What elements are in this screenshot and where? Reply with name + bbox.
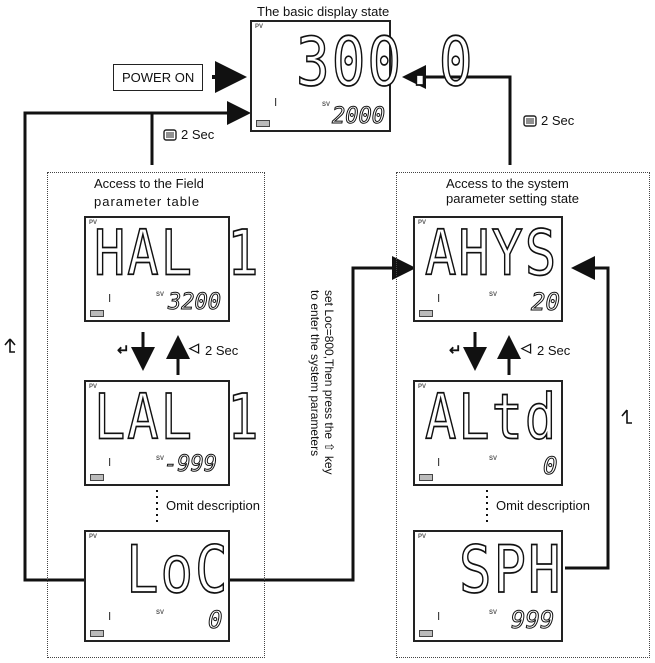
lal1-pv-value: LAL 1 [93,381,261,455]
up-key-icon-note: ⇧ [322,442,336,453]
system-hold-time: 2 Sec [537,343,571,358]
hal1-display-lcd: PV HAL 1 Ⅰ SV 3200 [84,216,259,322]
power-on-box: POWER ON [113,64,204,91]
back-key-icon: ◁ [189,340,199,355]
up-key-icon-right [620,408,634,431]
ahys-pv-value: AHYS [424,217,559,291]
enter-key-icon: ↵ [117,342,130,359]
basic-sv-value: 2000 [332,104,386,130]
loc-pv-value: LoC [125,531,230,608]
system-heading-1: Access to the system [446,176,569,191]
altd-sv-value: 0 [542,452,558,481]
enter-key-icon-system: ↵ [449,342,462,359]
diagram-title: The basic display state [257,4,390,19]
sph-return-line [565,256,610,570]
hal1-pv-value: HAL 1 [93,217,261,291]
hal1-sv-value: 3200 [168,290,222,316]
field-heading-2: parameter table [94,194,201,209]
basic-pv-value: 300.0 [295,23,475,103]
loc-display-lcd: PV LoC Ⅰ SV 0 [84,530,230,642]
field-omit-text: Omit description [166,498,260,513]
sph-display-lcd: PV SPH Ⅰ SV 999 [413,530,563,642]
left-return-line [23,101,251,582]
altd-display-lcd: PV ALtd Ⅰ SV 0 [413,380,563,486]
altd-pv-value: ALtd [424,381,559,455]
sph-pv-value: SPH [458,531,563,608]
left-hold-time: 2 Sec [181,127,215,142]
center-instruction: set Loc=800,Then press the ⇧ key to ente… [308,290,336,475]
menu-key-icon [163,128,177,146]
up-key-icon-left [3,337,17,360]
sph-sv-value: 999 [510,606,555,635]
loc-to-ahys-line [230,256,416,582]
right-hold-time: 2 Sec [541,113,575,128]
lal1-display-lcd: PV LAL 1 Ⅰ SV -999 [84,380,259,486]
back-key-icon-system: ◁ [521,340,531,355]
system-parameter-group [396,172,650,658]
loc-sv-value: 0 [207,606,223,635]
field-parameter-group [47,172,265,658]
menu-key-icon-right [523,114,537,132]
field-heading-1: Access to the Field [94,176,204,191]
system-omit-text: Omit description [496,498,590,513]
field-hold-time: 2 Sec [205,343,239,358]
ahys-sv-value: 20 [531,288,561,317]
system-to-basic-line [402,65,512,165]
basic-display-lcd: PV 300.0 Ⅰ SV 2000 [250,20,473,132]
ahys-display-lcd: PV AHYS Ⅰ SV 20 [413,216,563,322]
system-heading-2: parameter setting state [446,191,579,206]
lal1-sv-value: -999 [164,452,218,478]
